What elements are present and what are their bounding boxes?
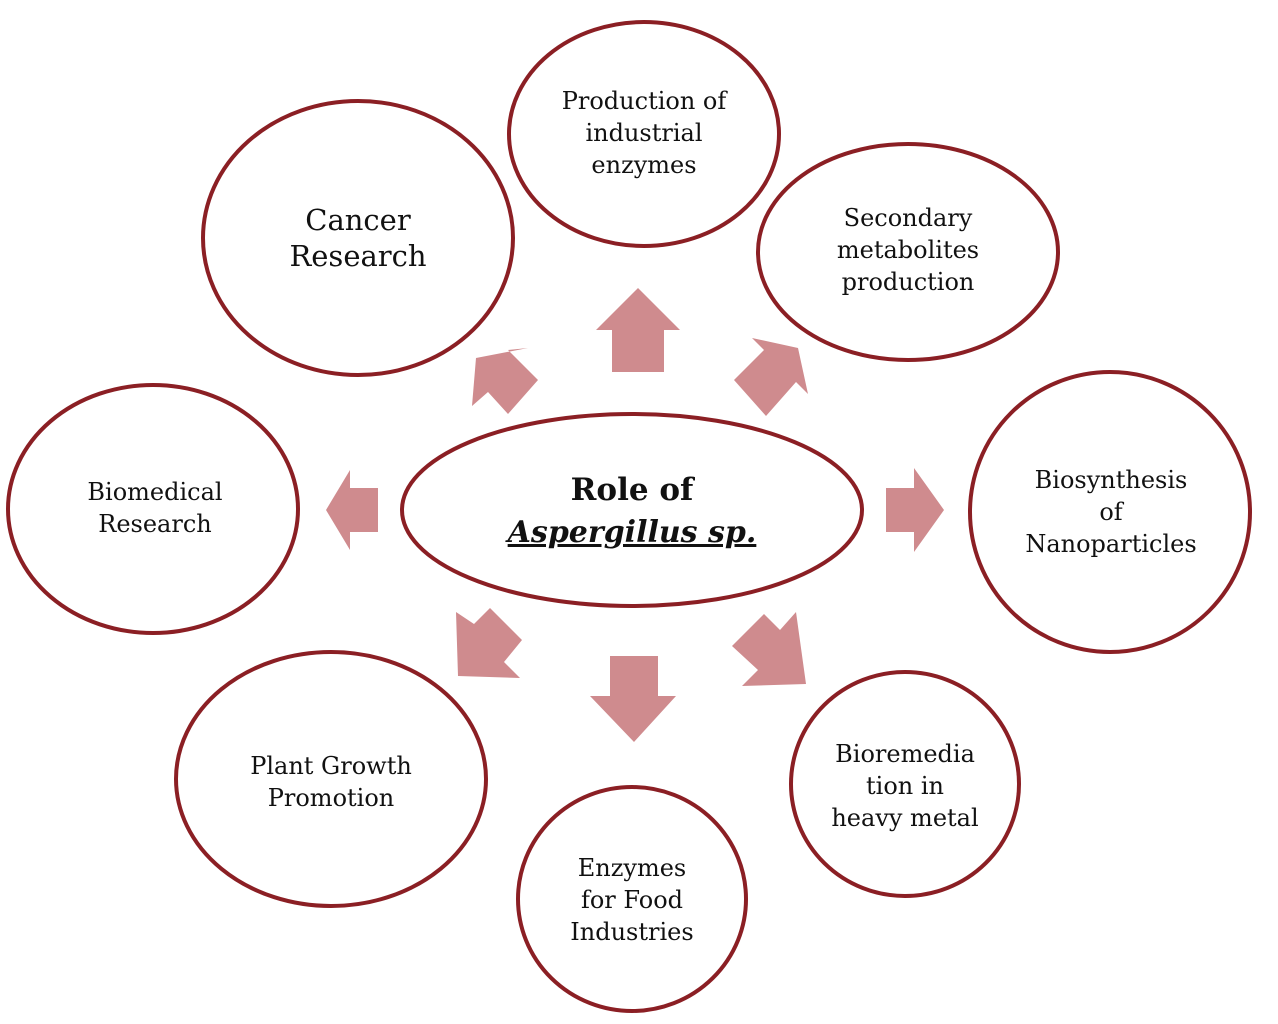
node-label-line: Biomedical [87,478,222,506]
node-label-line: Production of [562,87,729,115]
node-label-line: industrial [585,119,702,147]
node-label-line: enzymes [591,151,696,179]
node-label-line: Enzymes [578,854,686,882]
node-biomedical: Biomedical Research [6,383,300,635]
node-industrial-enzymes: Production of industrial enzymes [507,20,781,248]
node-label-line: tion in [866,772,944,800]
node-label-line: production [842,268,975,296]
node-nanoparticles: Biosynthesis of Nanoparticles [968,370,1252,654]
node-label-line: Secondary [844,204,973,232]
node-label-line: Bioremedia [835,740,975,768]
arrow-up-left [472,348,538,414]
arrow-up [596,288,680,372]
node-label-line: Cancer [305,203,411,237]
node-label-line: Promotion [268,784,395,812]
arrow-right [886,468,944,552]
node-label-line: Plant Growth [250,752,412,780]
node-label-line: Research [289,239,426,273]
node-secondary-metabolites: Secondary metabolites production [756,142,1060,362]
arrow-down-right [732,612,806,686]
arrow-down [590,656,676,742]
node-bioremediation: Bioremedia tion in heavy metal [789,670,1021,898]
node-plant-growth: Plant Growth Promotion [174,650,488,908]
node-food-enzymes: Enzymes for Food Industries [516,785,748,1013]
node-label-line: metabolites [837,236,979,264]
arrows [326,288,944,742]
arrow-up-right [734,338,808,416]
node-label-line: Biosynthesis [1035,466,1188,494]
node-label-line: Industries [570,918,693,946]
node-label-line: of [1099,498,1124,526]
center-node: Role of Aspergillus sp. [400,412,864,608]
node-label-line: heavy metal [831,804,978,832]
arrow-left [326,470,378,550]
node-label-line: for Food [581,886,683,914]
center-subtitle: Aspergillus sp. [505,515,757,550]
center-title: Role of [571,472,695,508]
node-label-line: Research [98,510,211,538]
arrow-down-left [456,608,522,678]
node-label-line: Nanoparticles [1025,530,1196,558]
node-cancer: Cancer Research [201,99,515,377]
